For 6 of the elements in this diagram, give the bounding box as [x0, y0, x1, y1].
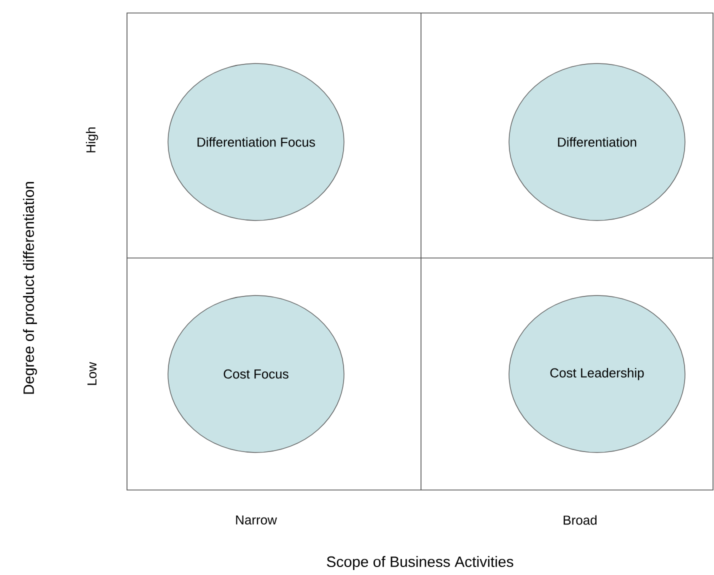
- axis-category-label: Low: [87, 362, 97, 385]
- axis-title: Scope of Business Activities: [326, 556, 514, 570]
- axis-category-label: Broad: [564, 515, 597, 525]
- axis-category-label: High: [86, 127, 98, 152]
- axis-category-label: Narrow: [236, 515, 277, 525]
- axis-title: Degree of product differentiation: [23, 182, 37, 394]
